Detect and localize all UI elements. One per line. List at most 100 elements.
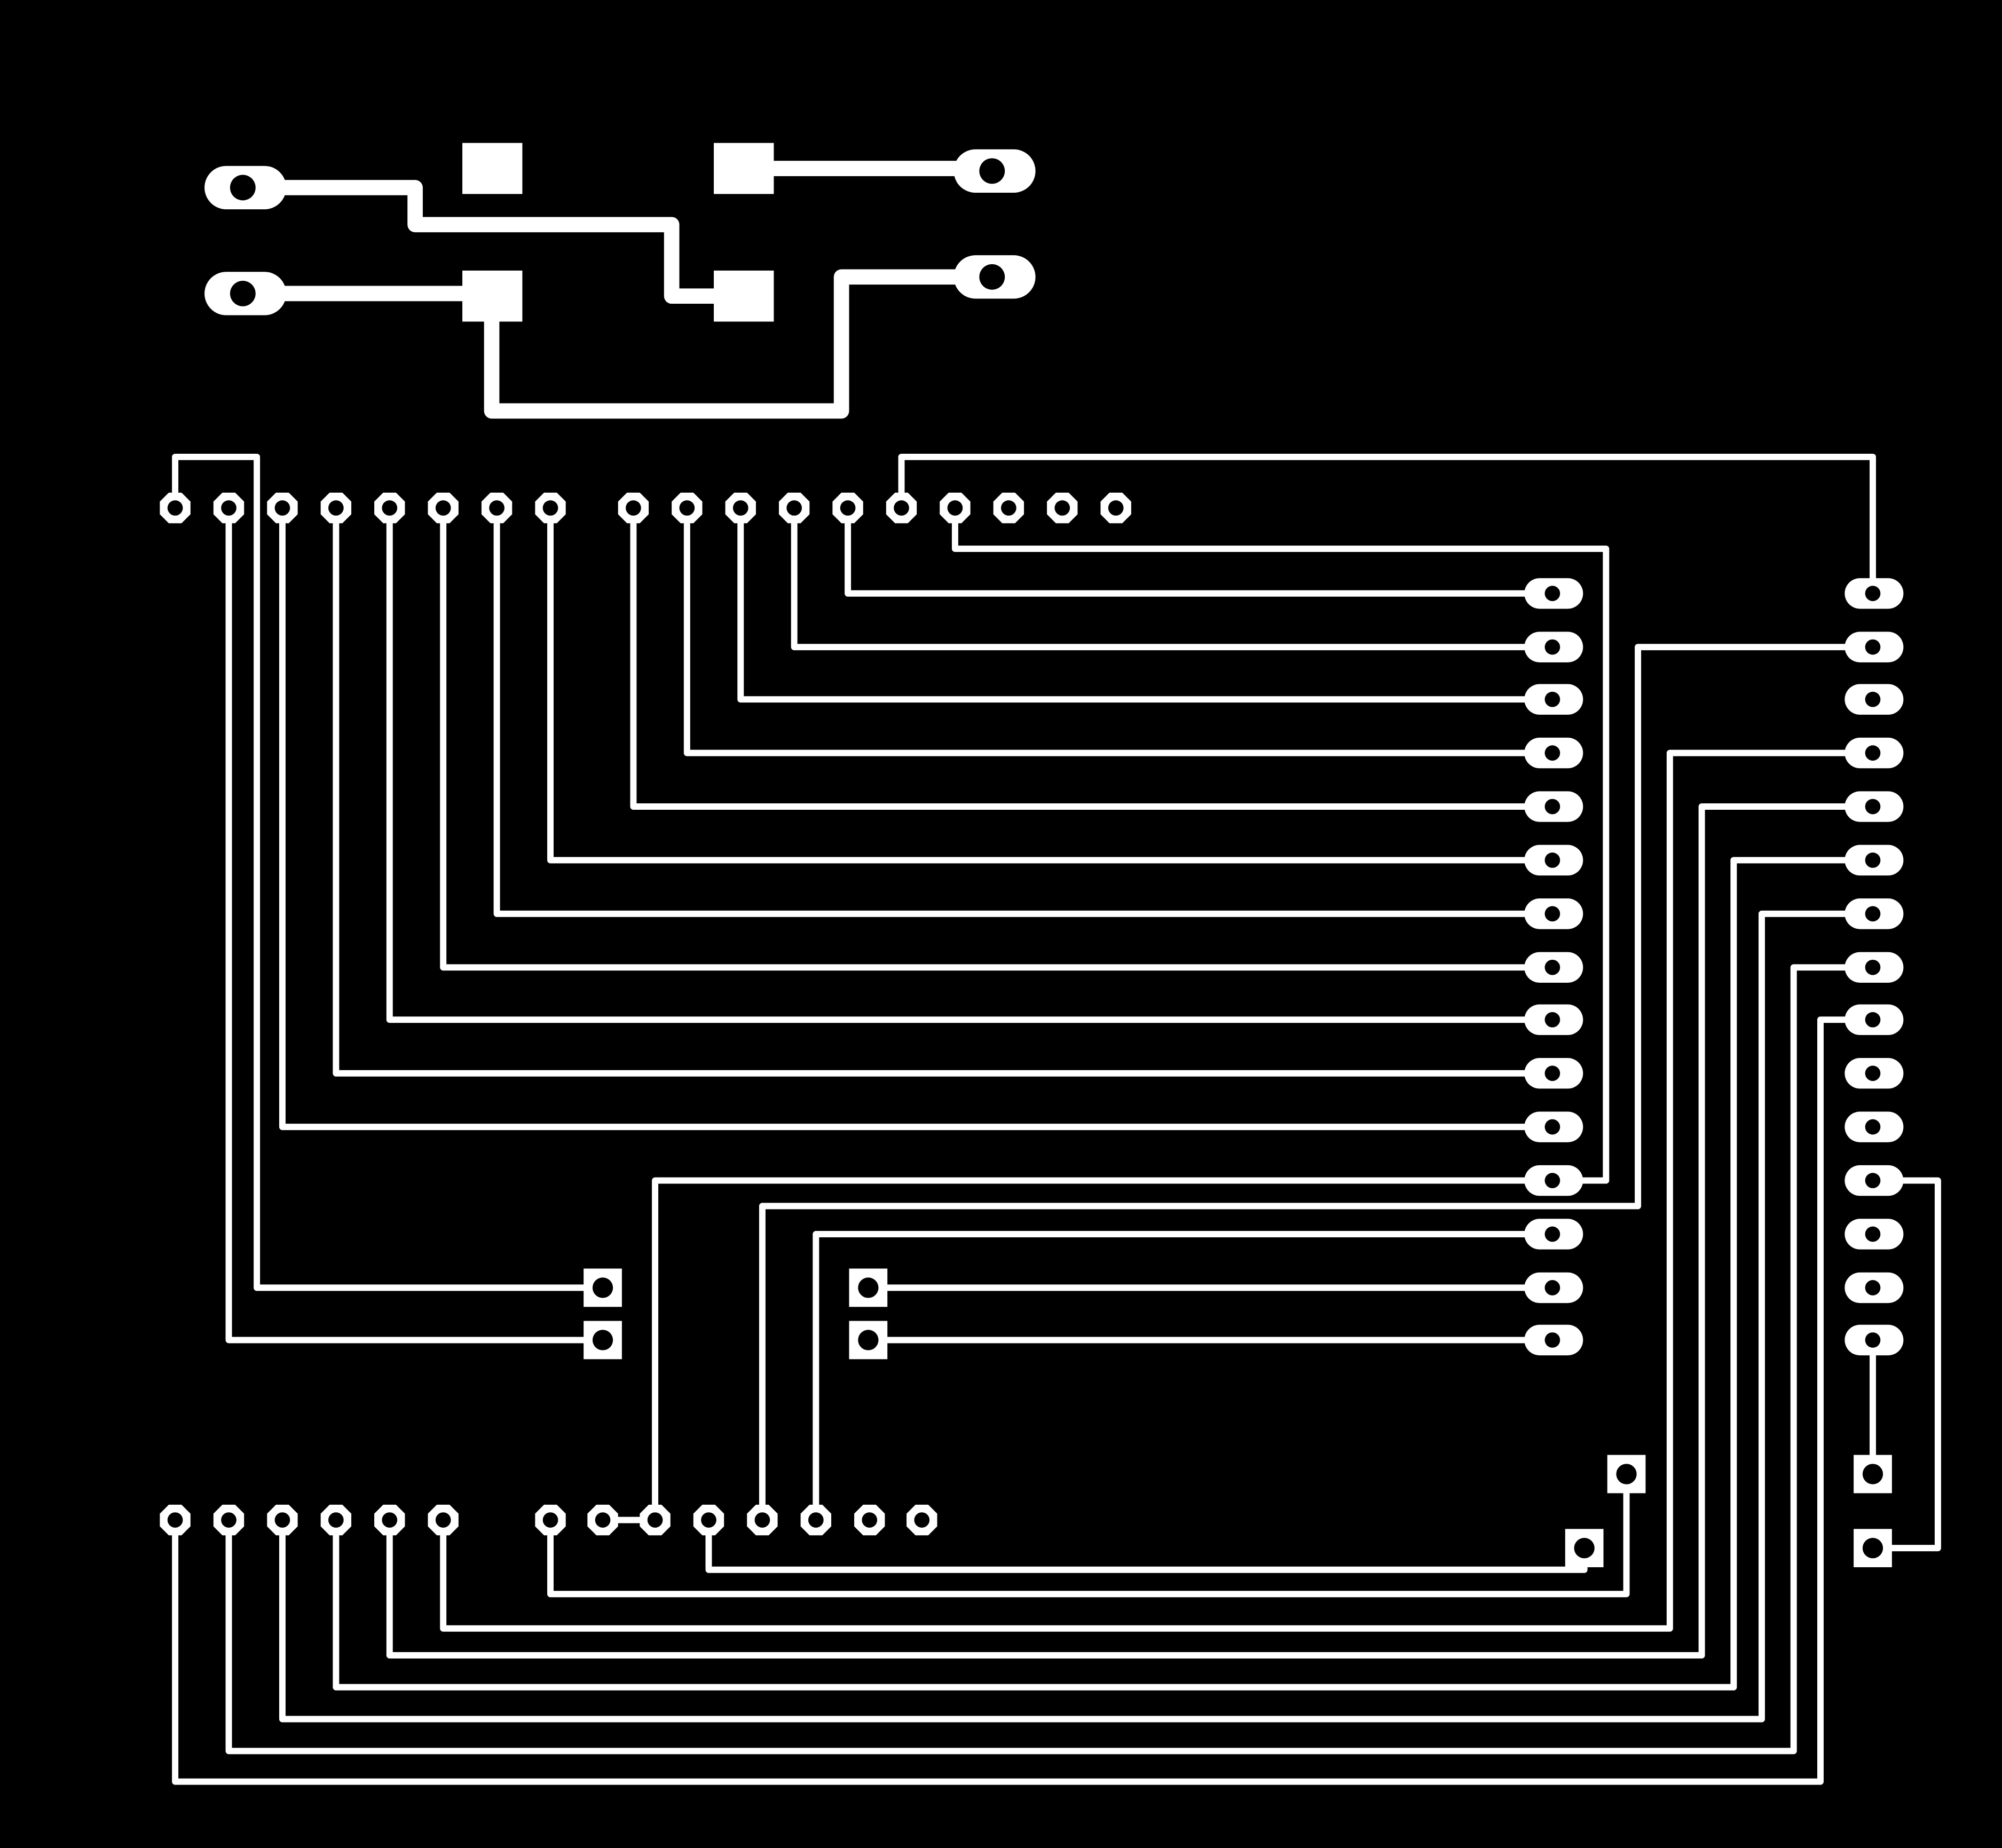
drill-hole [382,500,398,516]
drill-hole [1001,500,1016,516]
trace [333,857,1876,1691]
trace [484,269,1000,419]
trace [845,504,1556,597]
drill-hole [167,500,183,516]
trace [279,504,1556,1131]
drill-hole [1865,959,1881,975]
drill-hole [1544,959,1560,975]
drill-hole [382,1512,398,1528]
square-pad [462,143,523,194]
drill-hole [1544,1226,1560,1242]
drill-hole [979,264,1005,290]
drill-hole [1865,1173,1881,1188]
traces [172,161,1941,1785]
drill-hole [1616,1464,1637,1484]
trace [493,504,1556,917]
drill-hole [979,158,1005,184]
drill-hole [1865,799,1881,815]
drill-hole [1544,1332,1560,1348]
trace [172,453,606,1291]
drill-hole [1544,1012,1560,1028]
drill-hole [840,500,856,516]
drill-hole [328,1512,344,1528]
drill-hole [435,1512,451,1528]
drill-hole [274,1512,290,1528]
trace [630,504,1556,810]
drill-hole [1544,745,1560,761]
drill-hole [914,1512,930,1528]
drill-hole [542,500,558,516]
drill-hole [786,500,802,516]
drill-hole [1865,1332,1881,1348]
drill-hole [1054,500,1070,516]
drill-hole [1865,1280,1881,1296]
drill-hole [626,500,641,516]
drill-hole [1544,1119,1560,1135]
drill-hole [679,500,695,516]
trace [951,504,1610,1184]
drill-hole [1544,1065,1560,1081]
drill-hole [1862,1538,1883,1559]
trace [386,803,1876,1659]
drill-hole [1865,586,1881,602]
drill-hole [435,500,451,516]
trace [440,504,1556,971]
trace [225,504,606,1344]
drill-hole [1544,1173,1560,1188]
drill-hole [808,1512,824,1528]
square-pad [714,270,774,322]
trace [898,453,1876,597]
drill-hole [595,1512,611,1528]
drill-hole [592,1330,613,1351]
drill-hole [1544,852,1560,868]
trace [791,504,1556,651]
drill-hole [1574,1538,1595,1559]
drill-hole [1544,691,1560,707]
drill-hole [489,500,505,516]
drill-hole [328,500,344,516]
trace [235,180,752,304]
drill-hole [542,1512,558,1528]
trace [386,504,1556,1023]
drill-hole [274,500,290,516]
drill-hole [1544,1280,1560,1296]
drill-hole [894,500,909,516]
pads [160,143,1904,1568]
drill-hole [1544,799,1560,815]
drill-hole [862,1512,878,1528]
drill-hole [858,1277,879,1298]
trace [172,1016,1876,1785]
drill-hole [732,500,748,516]
drill-hole [221,1512,237,1528]
drill-hole [754,1512,770,1528]
trace [547,1471,1630,1598]
square-pad [714,143,774,194]
drill-hole [1865,1065,1881,1081]
drill-hole [230,280,256,306]
drill-hole [167,1512,183,1528]
trace [1869,1177,1941,1552]
trace [600,1177,1556,1523]
drill-hole [1865,745,1881,761]
trace [759,644,1876,1523]
drill-hole [1544,586,1560,602]
trace [333,504,1556,1077]
trace [813,1231,1556,1523]
drill-hole [1865,1012,1881,1028]
trace [440,749,1876,1632]
drill-hole [1544,639,1560,655]
trace [683,504,1556,756]
drill-hole [1865,691,1881,707]
drill-hole [947,500,963,516]
drill-hole [1862,1464,1883,1484]
drill-hole [230,175,256,201]
trace [225,964,1876,1755]
drill-hole [1865,852,1881,868]
drill-hole [701,1512,716,1528]
trace [547,504,1556,864]
trace [737,504,1556,703]
drill-hole [1865,1226,1881,1242]
drill-hole [221,500,237,516]
drill-hole [592,1277,613,1298]
